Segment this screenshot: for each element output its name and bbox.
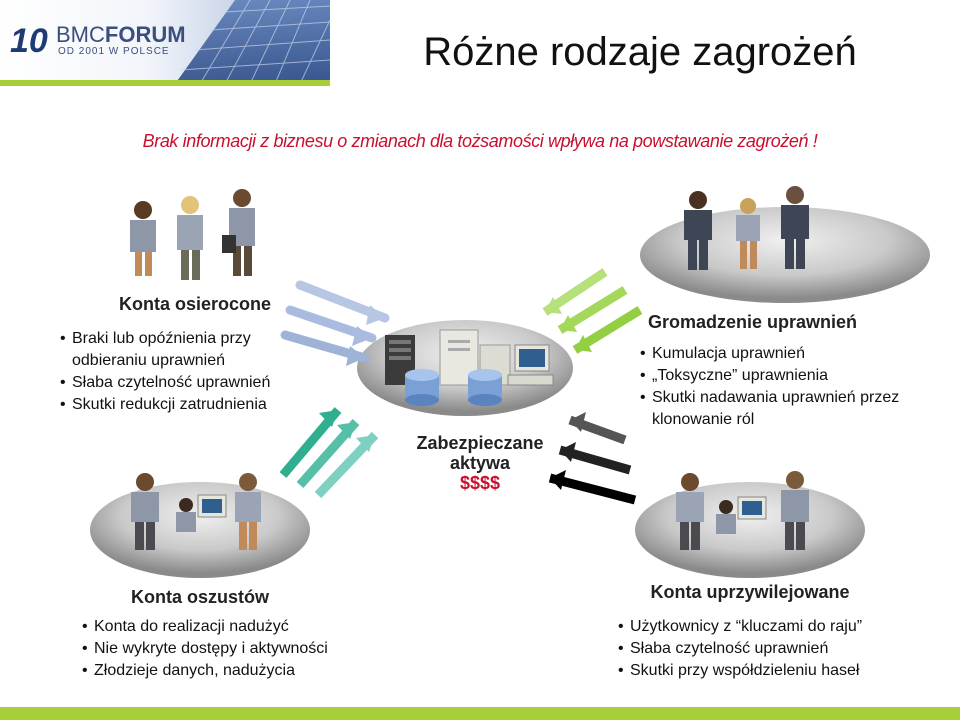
logo-brand: BMCFORUM	[56, 22, 186, 48]
arrows-black	[548, 412, 637, 505]
logo-brand-light: BMC	[56, 22, 105, 47]
center-label-line2: aktywa	[449, 453, 511, 473]
list-item: Użytkownicy z “kluczami do raju”	[618, 616, 938, 638]
list-item: Konta do realizacji nadużyć	[82, 616, 382, 638]
list-item: Skutki nadawania uprawnień przez klonowa…	[640, 387, 900, 431]
section-title-accumulation: Gromadzenie uprawnień	[647, 312, 858, 332]
logo-tagline: OD 2001 W POLSCE	[58, 46, 170, 57]
footer-accent-strip	[0, 707, 960, 720]
list-item: Braki lub opóźnienia przy odbieraniu upr…	[60, 328, 300, 372]
database-icon	[405, 369, 502, 406]
people-group-bottom-right	[676, 471, 809, 550]
page-title: Różne rodzaje zagrożeń	[423, 30, 857, 74]
section-title-orphaned: Konta osierocone	[118, 294, 272, 314]
list-accumulation: Kumulacja uprawnień „Toksyczne” uprawnie…	[640, 343, 900, 431]
list-item: „Toksyczne” uprawnienia	[640, 365, 900, 387]
people-group-top-left	[130, 189, 255, 280]
subtitle: Brak informacji z biznesu o zmianach dla…	[142, 131, 818, 151]
section-title-privileged: Konta uprzywilejowane	[650, 582, 850, 602]
logo-brand-bold: FORUM	[104, 22, 186, 47]
list-item: Skutki przy współdzieleniu haseł	[618, 660, 938, 682]
list-orphaned: Braki lub opóźnienia przy odbieraniu upr…	[60, 328, 300, 416]
center-label-line1: Zabezpieczane	[416, 433, 544, 453]
list-item: Złodzieje danych, nadużycia	[82, 660, 382, 682]
list-item: Skutki redukcji zatrudnienia	[60, 394, 300, 416]
logo-number: 10	[10, 22, 48, 60]
building-photo	[0, 0, 330, 84]
money-label: $$$$	[459, 473, 501, 493]
list-item: Słaba czytelność uprawnień	[60, 372, 300, 394]
arrows-teal	[279, 407, 379, 499]
list-fraud: Konta do realizacji nadużyć Nie wykryte …	[82, 616, 382, 682]
list-item: Kumulacja uprawnień	[640, 343, 900, 365]
header-banner: 10 BMCFORUM OD 2001 W POLSCE	[0, 0, 330, 84]
list-item: Nie wykryte dostępy i aktywności	[82, 638, 382, 660]
list-item: Słaba czytelność uprawnień	[618, 638, 938, 660]
people-group-bottom-left	[131, 473, 261, 550]
disc-bottom-right	[635, 482, 865, 578]
list-privileged: Użytkownicy z “kluczami do raju” Słaba c…	[618, 616, 938, 682]
protected-assets-label: Zabezpieczane aktywa $$$$	[380, 433, 580, 493]
computer-icon	[507, 344, 554, 386]
arrows-green	[542, 268, 643, 354]
people-group-top-right	[684, 186, 809, 270]
section-title-fraud: Konta oszustów	[131, 587, 269, 607]
header-accent-strip	[0, 80, 330, 86]
